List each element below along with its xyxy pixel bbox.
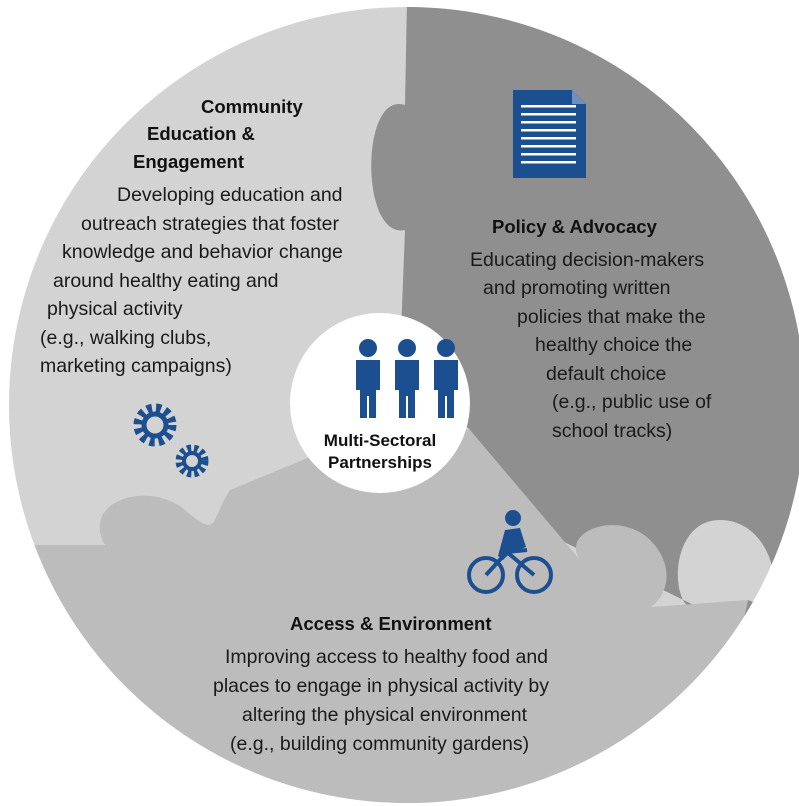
policy-body-line-2: and promoting written xyxy=(483,277,671,299)
center-label-line-1: Multi-Sectoral xyxy=(323,431,437,450)
community-body-line-7: marketing campaigns) xyxy=(40,355,232,377)
policy-body-line-4: healthy choice the xyxy=(535,334,693,356)
policy-body-line-3: policies that make the xyxy=(517,306,706,328)
community-title-line-2: Education & xyxy=(147,123,255,144)
community-body-line-1: Developing education and xyxy=(117,184,343,206)
person-icon xyxy=(434,339,458,418)
community-body-line-5: physical activity xyxy=(47,298,183,320)
access-body-line-1: Improving access to healthy food and xyxy=(225,646,549,668)
policy-body-line-7: school tracks) xyxy=(552,420,673,442)
access-body-line-3: altering the physical environment xyxy=(242,704,528,726)
community-body-line-2: outreach strategies that foster xyxy=(81,213,339,235)
document-icon xyxy=(513,90,586,178)
community-body-line-4: around healthy eating and xyxy=(53,270,279,292)
policy-body-line-1: Educating decision-makers xyxy=(470,249,705,271)
gears-icon xyxy=(133,403,209,478)
policy-body-line-6: (e.g., public use of xyxy=(552,391,712,413)
cyclist-icon xyxy=(467,510,553,594)
policy-body-line-5: default choice xyxy=(546,363,667,385)
community-body-line-3: knowledge and behavior change xyxy=(62,241,343,263)
person-icon xyxy=(356,339,380,418)
community-title-line-3: Engagement xyxy=(133,151,245,172)
access-environment-segment xyxy=(9,420,748,803)
policy-title: Policy & Advocacy xyxy=(492,216,657,237)
access-body-line-2: places to engage in physical activity by xyxy=(213,675,550,697)
three-people-icon xyxy=(356,339,458,418)
center-label-line-2: Partnerships xyxy=(328,453,432,472)
center-label: Multi-Sectoral Partnerships xyxy=(295,430,465,474)
access-title: Access & Environment xyxy=(290,613,492,634)
access-body-line-4: (e.g., building community gardens) xyxy=(230,733,530,755)
community-title-line-1: Community xyxy=(201,96,303,117)
center-circle xyxy=(290,313,470,493)
person-icon xyxy=(395,339,419,418)
community-body-line-6: (e.g., walking clubs, xyxy=(40,327,212,349)
